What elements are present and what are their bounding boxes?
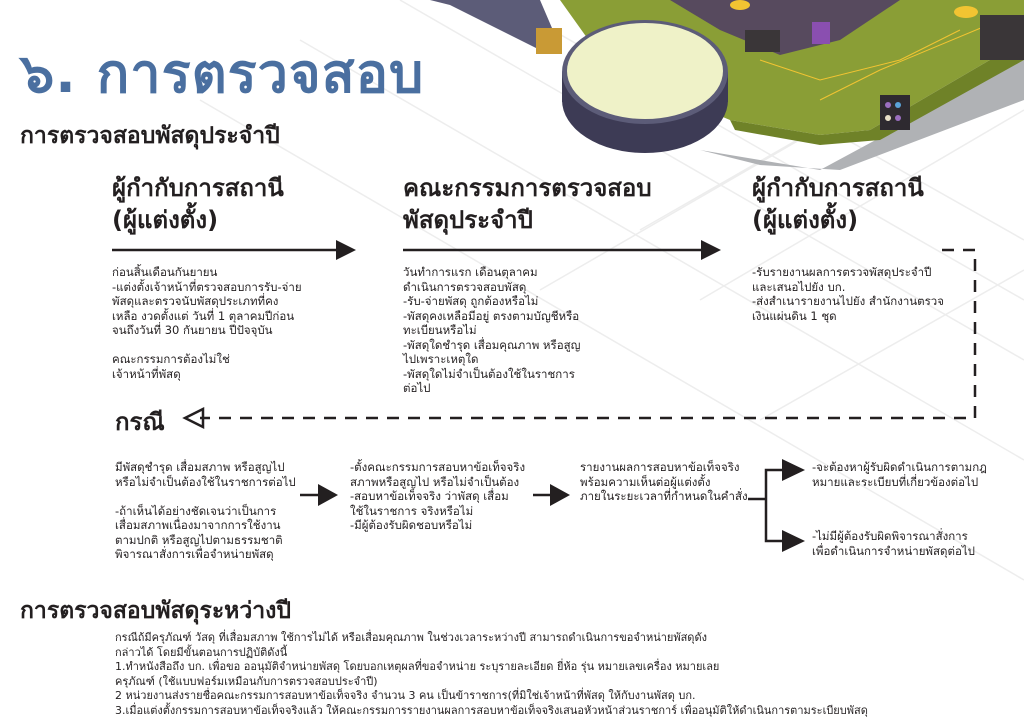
step-1-text: ก่อนสิ้นเดือนกันยายน -แต่งตั้งเจ้าหน้าที… [112, 265, 302, 381]
step-2-heading-line: คณะกรรมการตรวจสอบ [403, 174, 652, 202]
branch-arrows [748, 459, 805, 552]
paragraph-line: 1.ทำหนังสือถึง บก. เพื่อขอ ออนุมัติจำหน่… [115, 660, 720, 673]
step-3-heading-line: ผู้กำกับการสถานี [752, 174, 924, 202]
arrow-case-1-to-2 [300, 484, 338, 506]
paragraph-line: 3.เมื่อแต่งตั้งกรรมการสอบหาข้อเท็จจริงแล… [115, 703, 868, 717]
outcome-not-liable-text: -ไม่มีผู้ต้องรับผิดพิจารณาสั่งการ เพื่อด… [812, 529, 975, 558]
case-label: กรณี [115, 408, 165, 436]
paragraph-line: กล่าวได้ โดยมีขั้นตอนการปฏิบัติดังนี้ [115, 645, 288, 659]
paragraph-line: 2 หน่วยงานส่งรายชื่อคณะกรรมการสอบหาข้อเท… [115, 689, 696, 702]
midyear-paragraph: กรณีถ้มีครุภัณฑ์ วัสดุ ที่เสื่อมสภาพ ใช้… [115, 631, 868, 718]
arrow-case-2-to-3 [533, 484, 570, 506]
case-step-1-text: มีพัสดุชำรุด เสื่อมสภาพ หรือสูญไป หรือไม… [115, 460, 296, 561]
step-3-heading-line: (ผู้แต่งตั้ง) [752, 206, 859, 234]
step-1-heading: ผู้กำกับการสถานี (ผู้แต่งตั้ง) [112, 172, 284, 236]
magnifying-glass-illustration [430, 0, 728, 153]
dashed-return-arrow [182, 248, 977, 430]
step-1-heading-line: ผู้กำกับการสถานี [112, 174, 284, 202]
midyear-inspection-heading: การตรวจสอบพัสดุระหว่างปี [20, 598, 291, 624]
page-title: ๖. การตรวจสอบ [20, 42, 425, 105]
arrow-step-1-to-2 [112, 240, 356, 260]
outcome-liable-text: -จะต้องหาผู้รับผิดดำเนินการตามกฎ หมายและ… [812, 460, 987, 489]
step-2-heading-line: พัสดุประจำปี [403, 206, 533, 234]
paragraph-line: กรณีถ้มีครุภัณฑ์ วัสดุ ที่เสื่อมสภาพ ใช้… [115, 631, 707, 644]
arrow-step-2-to-3 [403, 240, 721, 260]
annual-inspection-heading: การตรวจสอบพัสดุประจำปี [20, 123, 280, 149]
step-1-heading-line: (ผู้แต่งตั้ง) [112, 206, 219, 234]
step-3-heading: ผู้กำกับการสถานี (ผู้แต่งตั้ง) [752, 172, 924, 236]
step-2-heading: คณะกรรมการตรวจสอบ พัสดุประจำปี [403, 172, 652, 236]
step-2-text: วันทำการแรก เดือนตุลาคม ดำเนินการตรวจสอบ… [403, 265, 581, 395]
case-step-3-text: รายงานผลการสอบหาข้อเท็จจริง พร้อมความเห็… [580, 460, 748, 503]
step-3-text: -รับรายงานผลการตรวจพัสดุประจำปี และเสนอไ… [752, 265, 944, 323]
paragraph-line: ครุภัณฑ์ (ใช้แบบฟอร์มเหมือนกับการตรวจสอบ… [115, 674, 378, 688]
case-step-2-text: -ตั้งคณะกรรมการสอบหาข้อเท็จจริง สภาพหรือ… [350, 460, 526, 532]
